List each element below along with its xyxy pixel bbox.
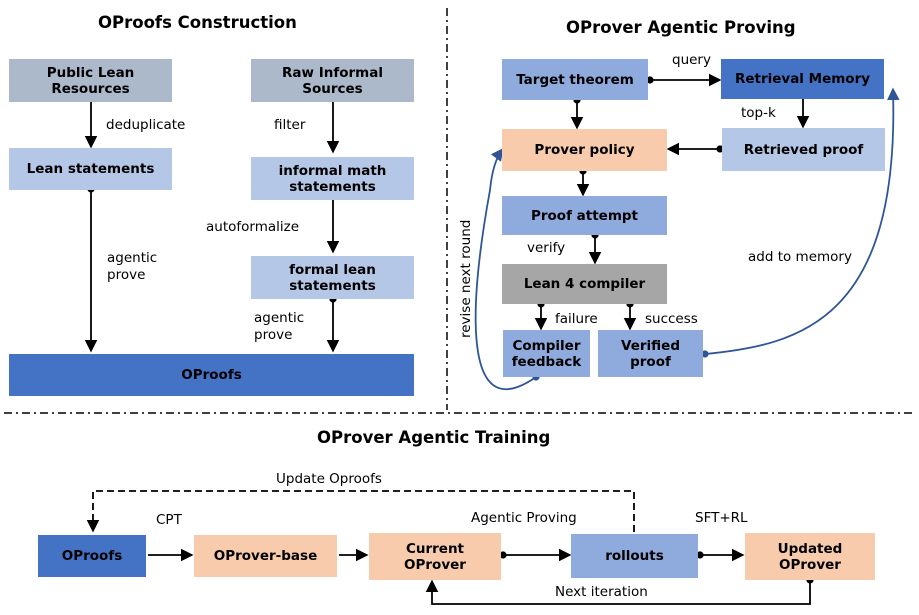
edge-add-to-memory-curve: [701, 87, 900, 358]
filter-label: filter: [274, 117, 306, 133]
proof-attempt-node: Proof attempt: [502, 196, 667, 235]
prover-policy-node: Prover policy: [502, 129, 667, 171]
oproofs-node: OProofs: [9, 354, 414, 396]
training-title: OProver Agentic Training: [317, 428, 551, 447]
lean-compiler-node: Lean 4 compiler: [502, 264, 667, 304]
autoformalize-label: autoformalize: [206, 219, 300, 235]
agentic-prove-left-label: agentic prove: [107, 250, 158, 283]
verify-label: verify: [527, 240, 566, 256]
target-theorem-node: Target theorem: [502, 59, 648, 100]
success-label: success: [645, 311, 698, 327]
raw-informal-sources-node: Raw Informal Sources: [251, 59, 414, 102]
next-iteration-label: Next iteration: [555, 584, 648, 600]
top-k-label: top-k: [741, 105, 776, 121]
edge-update-oproofs-dashed: [86, 490, 635, 533]
update-oproofs-label: Update Oproofs: [276, 471, 382, 487]
add-to-memory-label: add to memory: [748, 249, 852, 265]
training-oproofs-node: OProofs: [38, 535, 146, 577]
query-label: query: [672, 52, 711, 68]
revise-next-round-label: revise next round: [458, 219, 474, 338]
updated-oprover-node: Updated OProver: [745, 533, 875, 580]
deduplicate-label: deduplicate: [106, 117, 186, 133]
edge-revise-curve: [474, 147, 540, 391]
formal-lean-statements-node: formal lean statements: [251, 256, 414, 299]
retrieved-proof-node: Retrieved proof: [722, 128, 885, 171]
retrieval-memory-node: Retrieval Memory: [721, 59, 884, 99]
compiler-feedback-node: Compiler feedback: [503, 330, 590, 377]
lean-statements-node: Lean statements: [9, 148, 172, 190]
agentic-proving-label: Agentic Proving: [471, 510, 577, 526]
oprover-base-node: OProver-base: [194, 535, 337, 577]
current-oprover-node: Current OProver: [369, 533, 501, 580]
edge-next-iteration: [425, 576, 814, 605]
failure-label: failure: [555, 311, 598, 327]
proving-title: OProver Agentic Proving: [566, 18, 796, 37]
verified-proof-node: Verified proof: [598, 330, 703, 377]
agentic-prove-right-label: agentic prove: [254, 310, 305, 343]
public-lean-resources-node: Public Lean Resources: [9, 59, 172, 102]
informal-math-statements-node: informal math statements: [251, 157, 414, 200]
cpt-label: CPT: [156, 512, 182, 528]
construction-title: OProofs Construction: [98, 13, 297, 32]
sft-rl-label: SFT+RL: [695, 510, 748, 526]
rollouts-node: rollouts: [571, 534, 698, 578]
